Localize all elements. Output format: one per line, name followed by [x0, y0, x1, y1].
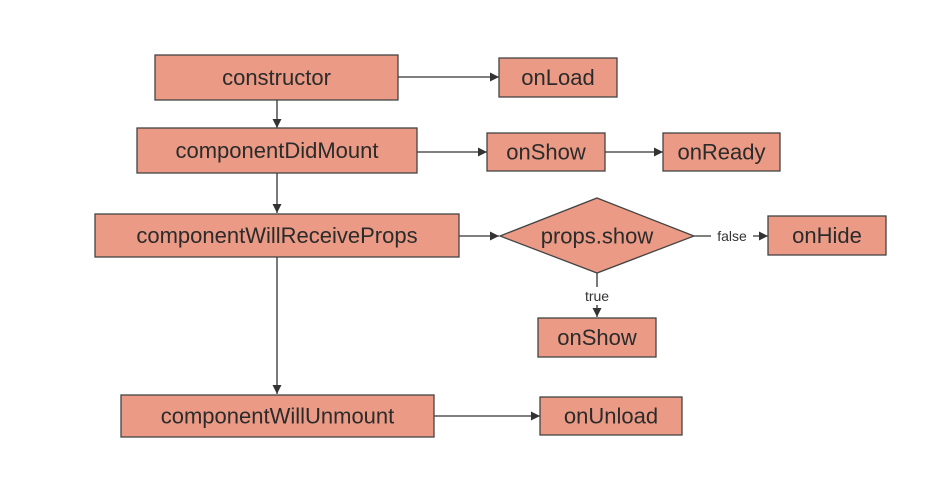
- node-componentwillreceiveprops-label: componentWillReceiveProps: [136, 223, 417, 248]
- node-componentwillunmount-label: componentWillUnmount: [161, 404, 395, 429]
- node-onunload-label: onUnload: [564, 404, 658, 429]
- node-onshow-2: onShow: [537, 317, 657, 358]
- node-onhide-label: onHide: [792, 223, 862, 248]
- node-onload: onLoad: [498, 57, 618, 98]
- node-onhide: onHide: [767, 215, 887, 256]
- node-onshow-1: onShow: [486, 132, 606, 172]
- node-componentdidmount: componentDidMount: [136, 127, 418, 174]
- node-onload-label: onLoad: [521, 65, 594, 90]
- node-props-show-label: props.show: [541, 224, 654, 249]
- node-props-show-decision: props.show: [498, 197, 696, 274]
- node-componentwillreceiveprops: componentWillReceiveProps: [94, 213, 460, 258]
- node-onshow-1-label: onShow: [506, 140, 586, 165]
- node-componentdidmount-label: componentDidMount: [175, 138, 378, 163]
- node-onready: onReady: [662, 132, 781, 172]
- node-onshow-2-label: onShow: [557, 325, 637, 350]
- edge-label-true: true: [578, 287, 616, 305]
- node-constructor: constructor: [154, 54, 399, 101]
- node-onready-label: onReady: [677, 140, 765, 165]
- edge-label-false-text: false: [717, 228, 747, 244]
- node-constructor-label: constructor: [222, 65, 331, 90]
- node-onunload: onUnload: [539, 396, 683, 436]
- edge-label-true-text: true: [585, 288, 609, 304]
- node-componentwillunmount: componentWillUnmount: [120, 394, 435, 438]
- edge-label-false: false: [711, 227, 753, 245]
